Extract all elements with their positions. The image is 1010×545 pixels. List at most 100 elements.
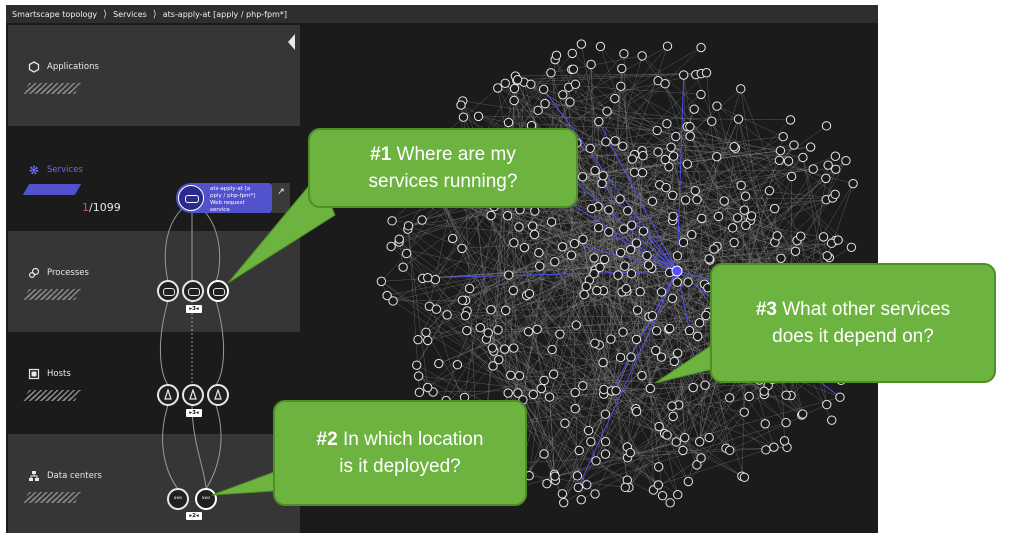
service-node[interactable] xyxy=(823,160,833,170)
service-node[interactable] xyxy=(551,50,562,61)
service-node[interactable] xyxy=(685,131,695,141)
service-node[interactable] xyxy=(848,178,858,189)
service-node[interactable] xyxy=(627,154,638,164)
service-node[interactable] xyxy=(593,222,604,233)
service-node[interactable] xyxy=(831,164,841,174)
service-node[interactable] xyxy=(403,221,414,231)
service-node[interactable] xyxy=(664,323,675,334)
service-node[interactable] xyxy=(683,277,693,287)
service-node[interactable] xyxy=(487,343,498,353)
service-node[interactable] xyxy=(619,48,629,59)
datacenter-count-badge[interactable]: ▸2◂ xyxy=(186,512,202,520)
process-node[interactable] xyxy=(182,280,204,302)
service-node[interactable] xyxy=(550,257,560,267)
service-node[interactable] xyxy=(623,206,633,216)
service-node[interactable] xyxy=(555,329,565,339)
service-node[interactable] xyxy=(696,89,706,100)
service-node[interactable] xyxy=(704,254,714,264)
service-node[interactable] xyxy=(598,357,608,368)
service-node[interactable] xyxy=(667,401,677,411)
service-node[interactable] xyxy=(759,386,769,396)
process-node[interactable] xyxy=(207,280,229,302)
service-node[interactable] xyxy=(647,311,658,321)
service-node[interactable] xyxy=(447,233,458,244)
service-node[interactable] xyxy=(578,381,588,391)
service-node[interactable] xyxy=(585,143,595,154)
service-node[interactable] xyxy=(769,203,780,214)
service-node[interactable] xyxy=(678,445,688,456)
service-node[interactable] xyxy=(539,375,549,386)
service-node[interactable] xyxy=(503,117,514,128)
service-node[interactable] xyxy=(601,137,611,147)
service-node[interactable] xyxy=(778,132,788,142)
service-node[interactable] xyxy=(821,121,832,131)
service-node[interactable] xyxy=(760,419,770,429)
host-node[interactable] xyxy=(207,384,229,406)
service-node[interactable] xyxy=(506,370,516,380)
service-node[interactable] xyxy=(769,442,779,452)
service-node[interactable] xyxy=(661,182,671,193)
service-node[interactable] xyxy=(583,425,594,436)
service-node[interactable] xyxy=(833,235,843,245)
service-node[interactable] xyxy=(637,167,648,178)
service-node[interactable] xyxy=(544,392,555,402)
service-node[interactable] xyxy=(656,287,667,297)
service-node[interactable] xyxy=(486,210,496,221)
service-node[interactable] xyxy=(431,304,442,314)
service-node[interactable] xyxy=(591,456,601,466)
service-node[interactable] xyxy=(462,325,472,336)
service-node[interactable] xyxy=(570,404,580,414)
service-node[interactable] xyxy=(615,247,626,258)
service-node[interactable] xyxy=(712,151,722,162)
service-node[interactable] xyxy=(682,159,693,169)
service-node[interactable] xyxy=(610,93,620,104)
service-node[interactable] xyxy=(625,447,636,458)
service-node[interactable] xyxy=(729,237,739,248)
service-node[interactable] xyxy=(567,48,577,59)
service-node[interactable] xyxy=(619,224,629,234)
service-node[interactable] xyxy=(398,262,408,272)
service-node[interactable] xyxy=(528,389,538,400)
service-node[interactable] xyxy=(599,384,609,395)
service-node[interactable] xyxy=(376,276,387,287)
service-node[interactable] xyxy=(493,325,503,335)
process-count-badge[interactable]: ▸3◂ xyxy=(186,305,202,313)
service-node[interactable] xyxy=(560,418,570,428)
service-node[interactable] xyxy=(712,101,722,111)
service-node[interactable] xyxy=(557,242,568,252)
service-node[interactable] xyxy=(736,84,746,94)
service-node[interactable] xyxy=(709,244,719,254)
service-node[interactable] xyxy=(530,206,540,216)
service-node[interactable] xyxy=(618,141,628,151)
service-node[interactable] xyxy=(694,318,705,328)
service-node[interactable] xyxy=(631,406,642,417)
service-node[interactable] xyxy=(460,310,471,321)
service-node[interactable] xyxy=(772,231,782,241)
service-node[interactable] xyxy=(846,242,857,252)
layer-applications[interactable]: Applications xyxy=(8,25,300,126)
service-node[interactable] xyxy=(696,42,706,53)
service-node[interactable] xyxy=(746,211,757,221)
service-node[interactable] xyxy=(729,141,739,152)
service-node[interactable] xyxy=(688,382,698,393)
service-node[interactable] xyxy=(576,39,587,49)
service-node[interactable] xyxy=(483,328,493,338)
service-node[interactable] xyxy=(732,213,743,223)
service-node[interactable] xyxy=(546,68,556,78)
service-node[interactable] xyxy=(475,322,486,333)
service-node[interactable] xyxy=(618,327,628,337)
service-node[interactable] xyxy=(632,305,643,315)
service-node[interactable] xyxy=(805,142,816,152)
service-node[interactable] xyxy=(808,164,818,174)
service-node[interactable] xyxy=(665,498,675,508)
service-node[interactable] xyxy=(616,81,626,91)
service-node[interactable] xyxy=(687,229,697,240)
service-node[interactable] xyxy=(626,268,637,279)
service-node[interactable] xyxy=(821,173,831,184)
service-node[interactable] xyxy=(457,243,467,254)
breadcrumb-current-service[interactable]: ats-apply-at [apply / php-fpm*] xyxy=(162,9,287,19)
service-node[interactable] xyxy=(540,98,550,109)
service-node[interactable] xyxy=(692,460,702,470)
service-node[interactable] xyxy=(581,281,592,292)
service-node[interactable] xyxy=(509,238,519,248)
